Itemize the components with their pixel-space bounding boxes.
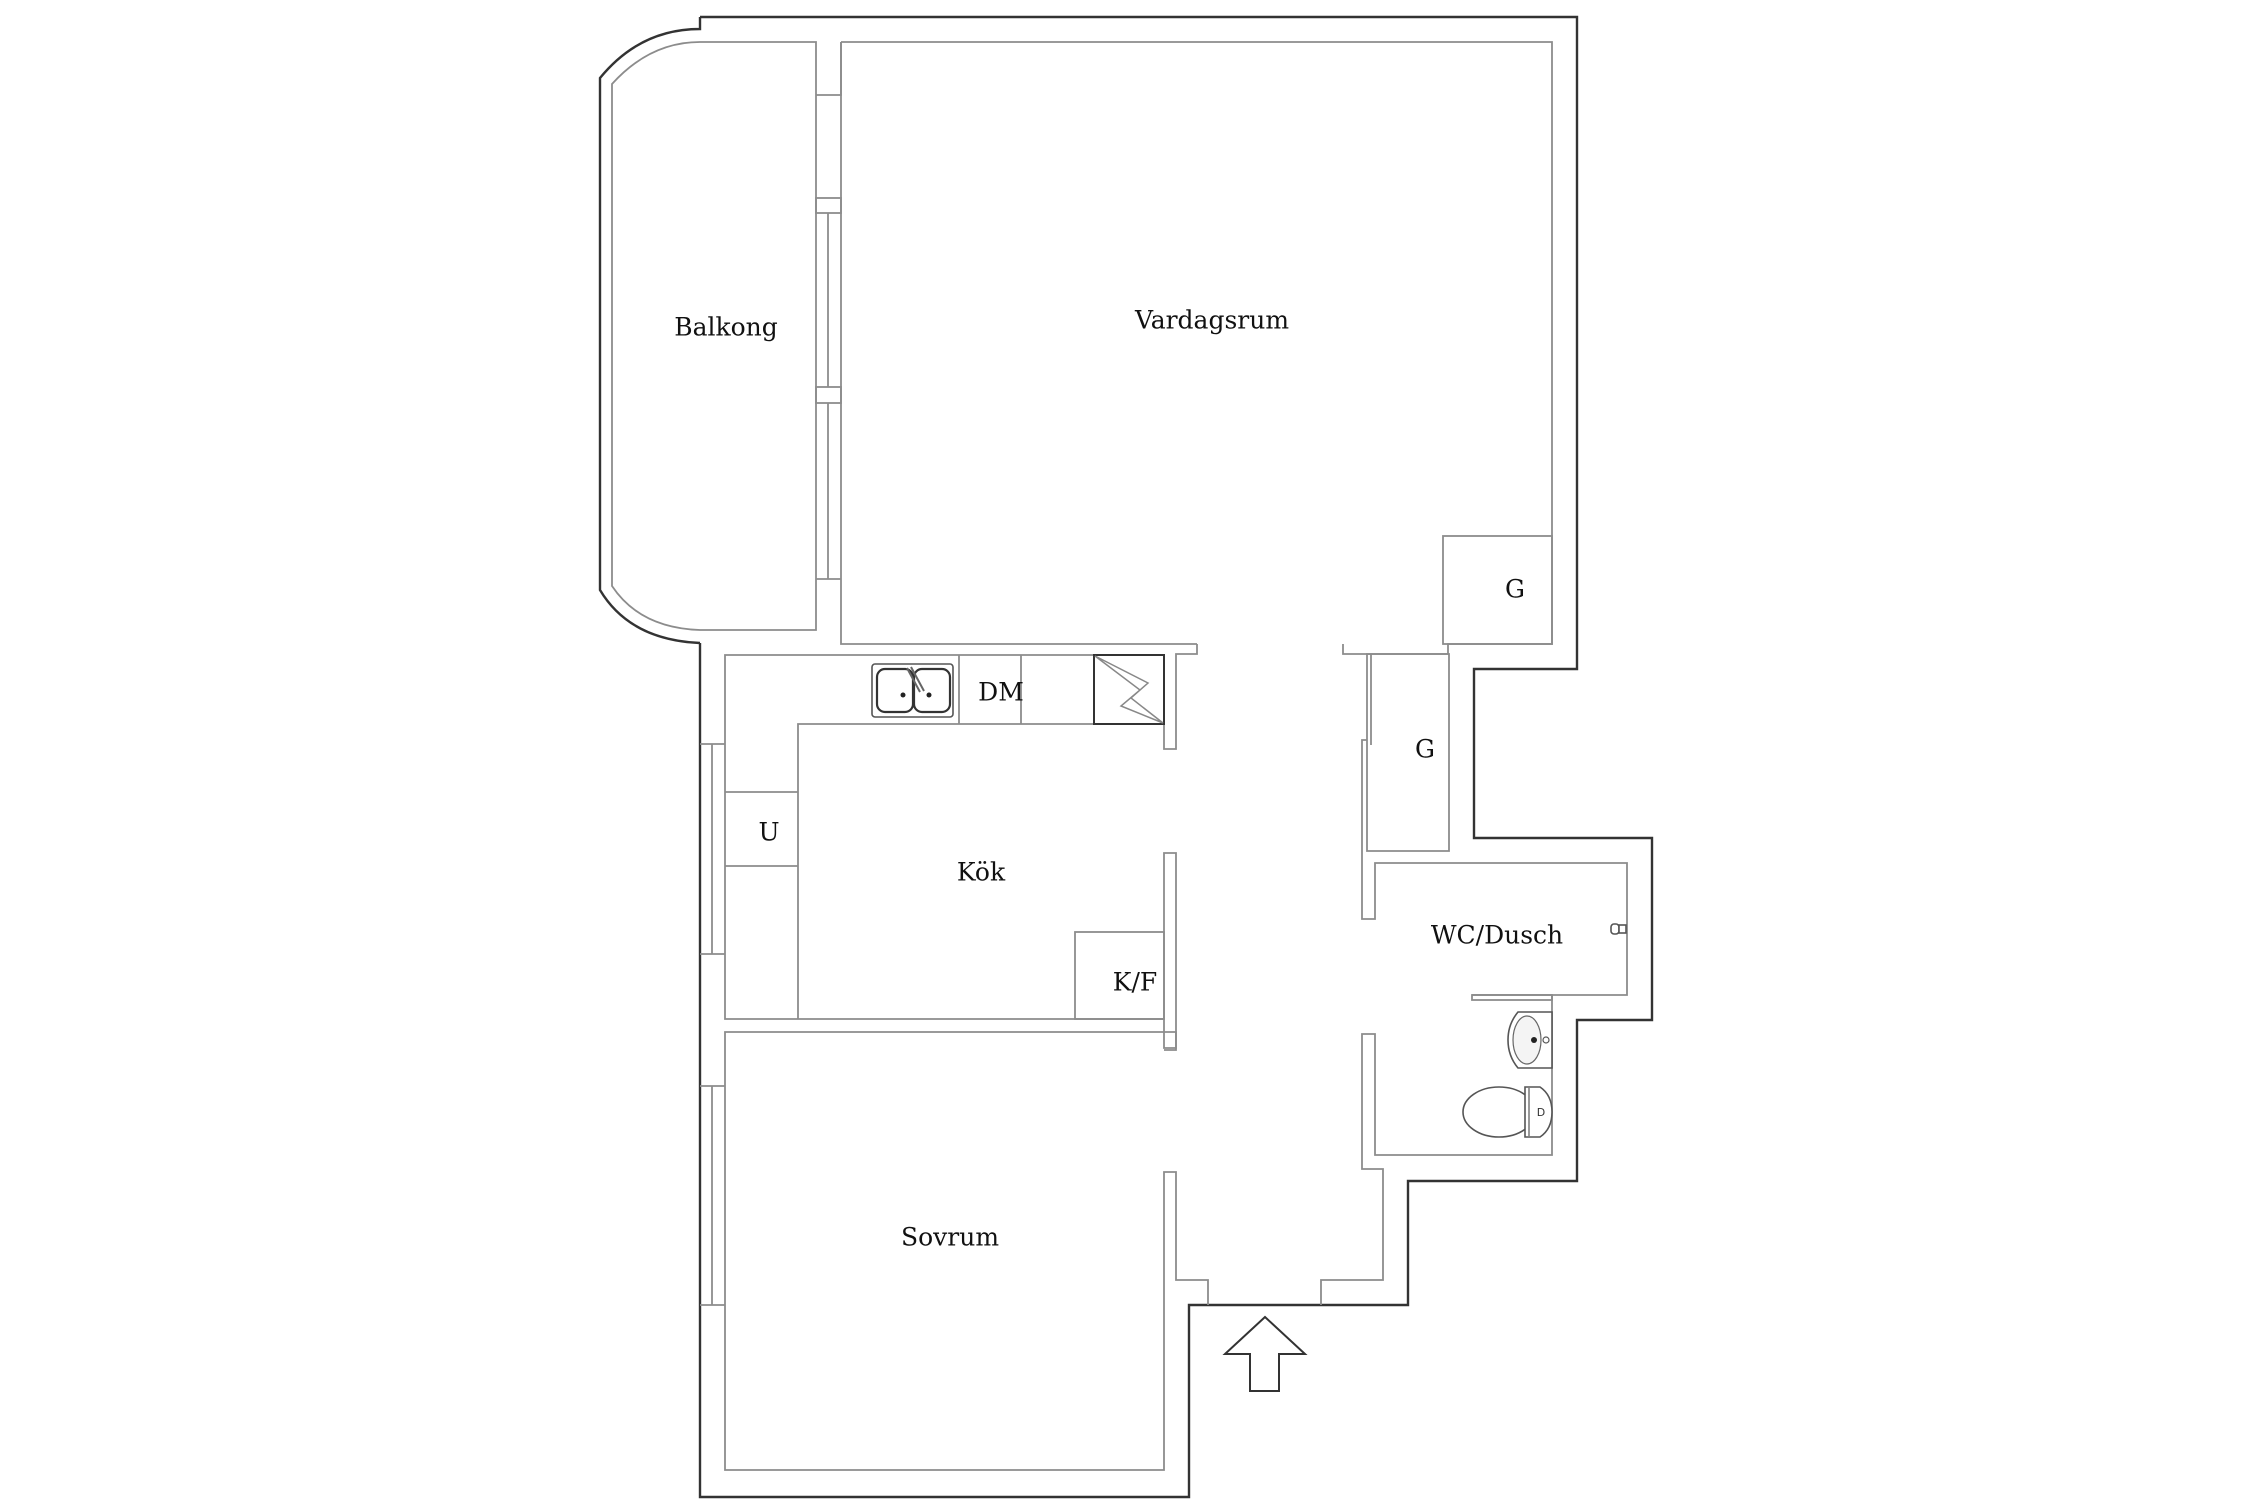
toilet-icon: D [1462,1086,1553,1138]
outer-wall [698,15,1654,1499]
label-wardrobe-hall: G [1415,735,1435,764]
kitchen-window [700,743,725,955]
bedroom-window [700,1085,725,1306]
kitchen-counter [725,655,1164,1019]
washbasin-icon [1507,1011,1553,1069]
hall-wardrobe [1361,653,1450,852]
wardrobe-living-room [1442,535,1553,645]
fridge-freezer [1074,931,1165,1020]
balcony-window [815,197,842,580]
label-wardrobe-living: G [1505,575,1525,604]
label-dishwasher: DM [978,678,1024,707]
label-oven: U [758,818,779,847]
svg-text:D: D [1537,1106,1545,1119]
entrance-arrow-icon [1222,1315,1308,1392]
bathroom-wall [1320,851,1628,1305]
stove-icon [1093,654,1165,725]
shower-screen [1471,994,1553,1001]
bedroom-wall [724,1031,1209,1471]
label-wc-dusch: WC/Dusch [1431,921,1563,950]
label-fridge-freezer: K/F [1113,968,1157,997]
balcony-inner-rail [611,41,817,631]
label-kok: Kök [957,858,1006,887]
living-room-wall [840,41,1553,750]
balcony-outer-rail [598,17,702,645]
label-vardagsrum: Vardagsrum [1134,306,1289,335]
label-balkong: Balkong [674,313,778,342]
label-sovrum: Sovrum [901,1223,999,1252]
shower-head-icon [1610,923,1627,935]
kitchen-wall [724,654,1177,1049]
balcony-door-jamb [816,42,842,96]
double-sink-icon [871,663,954,718]
